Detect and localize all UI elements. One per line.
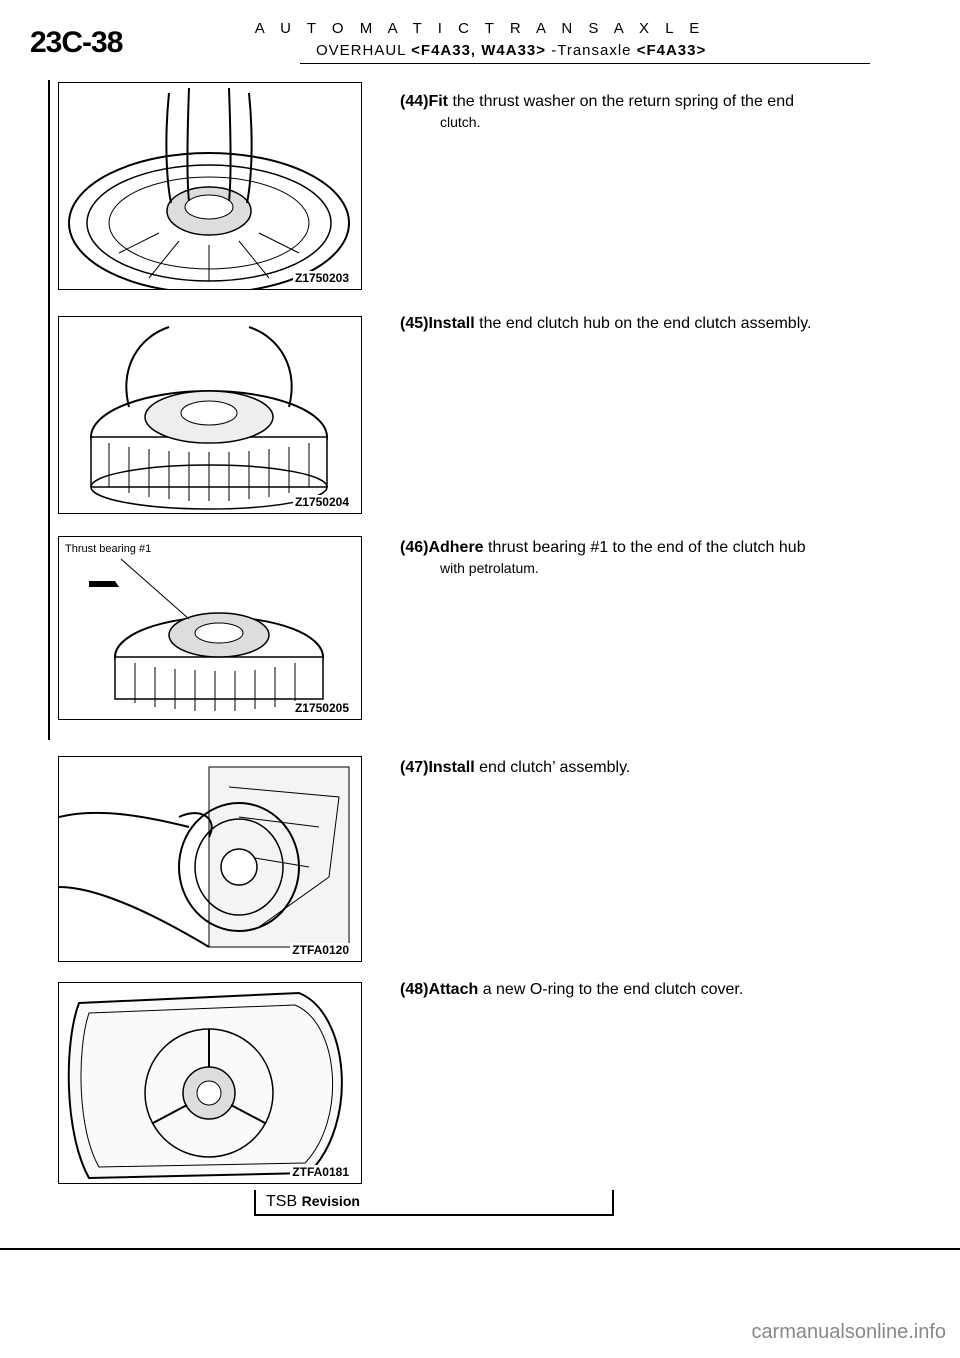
step-continuation: clutch. <box>440 114 481 130</box>
step-text: thrust bearing #1 to the end of the clut… <box>488 539 806 556</box>
step-verb: Install <box>428 759 475 776</box>
figure-id: ZTFA0181 <box>290 1165 351 1179</box>
margin-rule <box>48 80 50 740</box>
page-number: 23C-38 <box>30 26 123 59</box>
figure-end-clutch-install: ZTFA0120 <box>58 756 362 962</box>
subtitle-mid: -Transaxle <box>551 42 632 59</box>
figure-end-clutch-hub: Z1750204 <box>58 316 362 514</box>
step-number: (46) <box>400 539 429 556</box>
header-rule <box>300 63 870 64</box>
subtitle-prefix: OVERHAUL <box>316 42 406 59</box>
step-46: (46)Adhere thrust bearing #1 to the end … <box>400 538 880 578</box>
step-48: (48)Attach a new O-ring to the end clutc… <box>400 980 880 1000</box>
section-title: A U T O M A T I C T R A N S A X L E <box>254 20 706 37</box>
figure-id: Z1750203 <box>292 271 351 285</box>
step-number: (47) <box>400 759 429 776</box>
step-verb: Attach <box>428 981 479 998</box>
figure-end-clutch-cover: ZTFA0181 <box>58 982 362 1184</box>
step-number: (45) <box>400 315 429 332</box>
step-verb: Fit <box>428 93 448 110</box>
figure-thrust-bearing: Thrust bearing #1 Z1750205 <box>58 536 362 720</box>
tsb-revision-box: TSB Revision <box>254 1190 614 1216</box>
step-number: (44) <box>400 93 429 110</box>
step-text: the end clutch hub on the end clutch ass… <box>479 315 812 332</box>
step-text: a new O-ring to the end clutch cover. <box>482 981 744 998</box>
step-verb: Install <box>428 315 475 332</box>
figure-end-clutch-thrust-washer: Z1750203 <box>58 82 362 290</box>
figure-id: ZTFA0120 <box>290 943 351 957</box>
step-44: (44)Fit the thrust washer on the return … <box>400 92 880 132</box>
figure-id: Z1750205 <box>292 701 351 715</box>
step-verb: Adhere <box>428 539 484 556</box>
step-continuation: with petrolatum. <box>440 560 539 576</box>
tsb-label: TSB Revision <box>266 1193 360 1210</box>
figure-id: Z1750204 <box>292 495 351 509</box>
bottom-rule <box>0 1248 960 1250</box>
step-number: (48) <box>400 981 429 998</box>
section-subtitle: OVERHAUL <F4A33, W4A33> -Transaxle <F4A3… <box>316 42 706 59</box>
step-text: the thrust washer on the return spring o… <box>452 93 794 110</box>
step-47: (47)Install end clutch’ assembly. <box>400 758 880 778</box>
model-codes-a: <F4A33, W4A33> <box>411 42 547 59</box>
model-codes-b: <F4A33> <box>636 42 707 59</box>
step-45: (45)Install the end clutch hub on the en… <box>400 314 880 334</box>
callout-thrust-bearing: Thrust bearing #1 <box>65 543 152 555</box>
step-text: end clutch’ assembly. <box>479 759 631 776</box>
watermark: carmanualsonline.info <box>751 1321 946 1343</box>
